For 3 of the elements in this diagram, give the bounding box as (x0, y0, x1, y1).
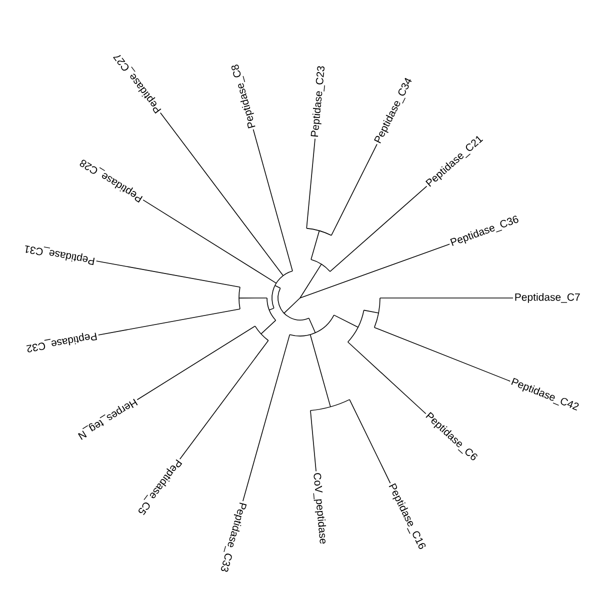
leaf-label: CoV_peptidase (313, 473, 326, 544)
leaf-label: Peptidase_C7 (515, 293, 580, 303)
leaf-label: Peptidase_C23 (310, 66, 325, 137)
